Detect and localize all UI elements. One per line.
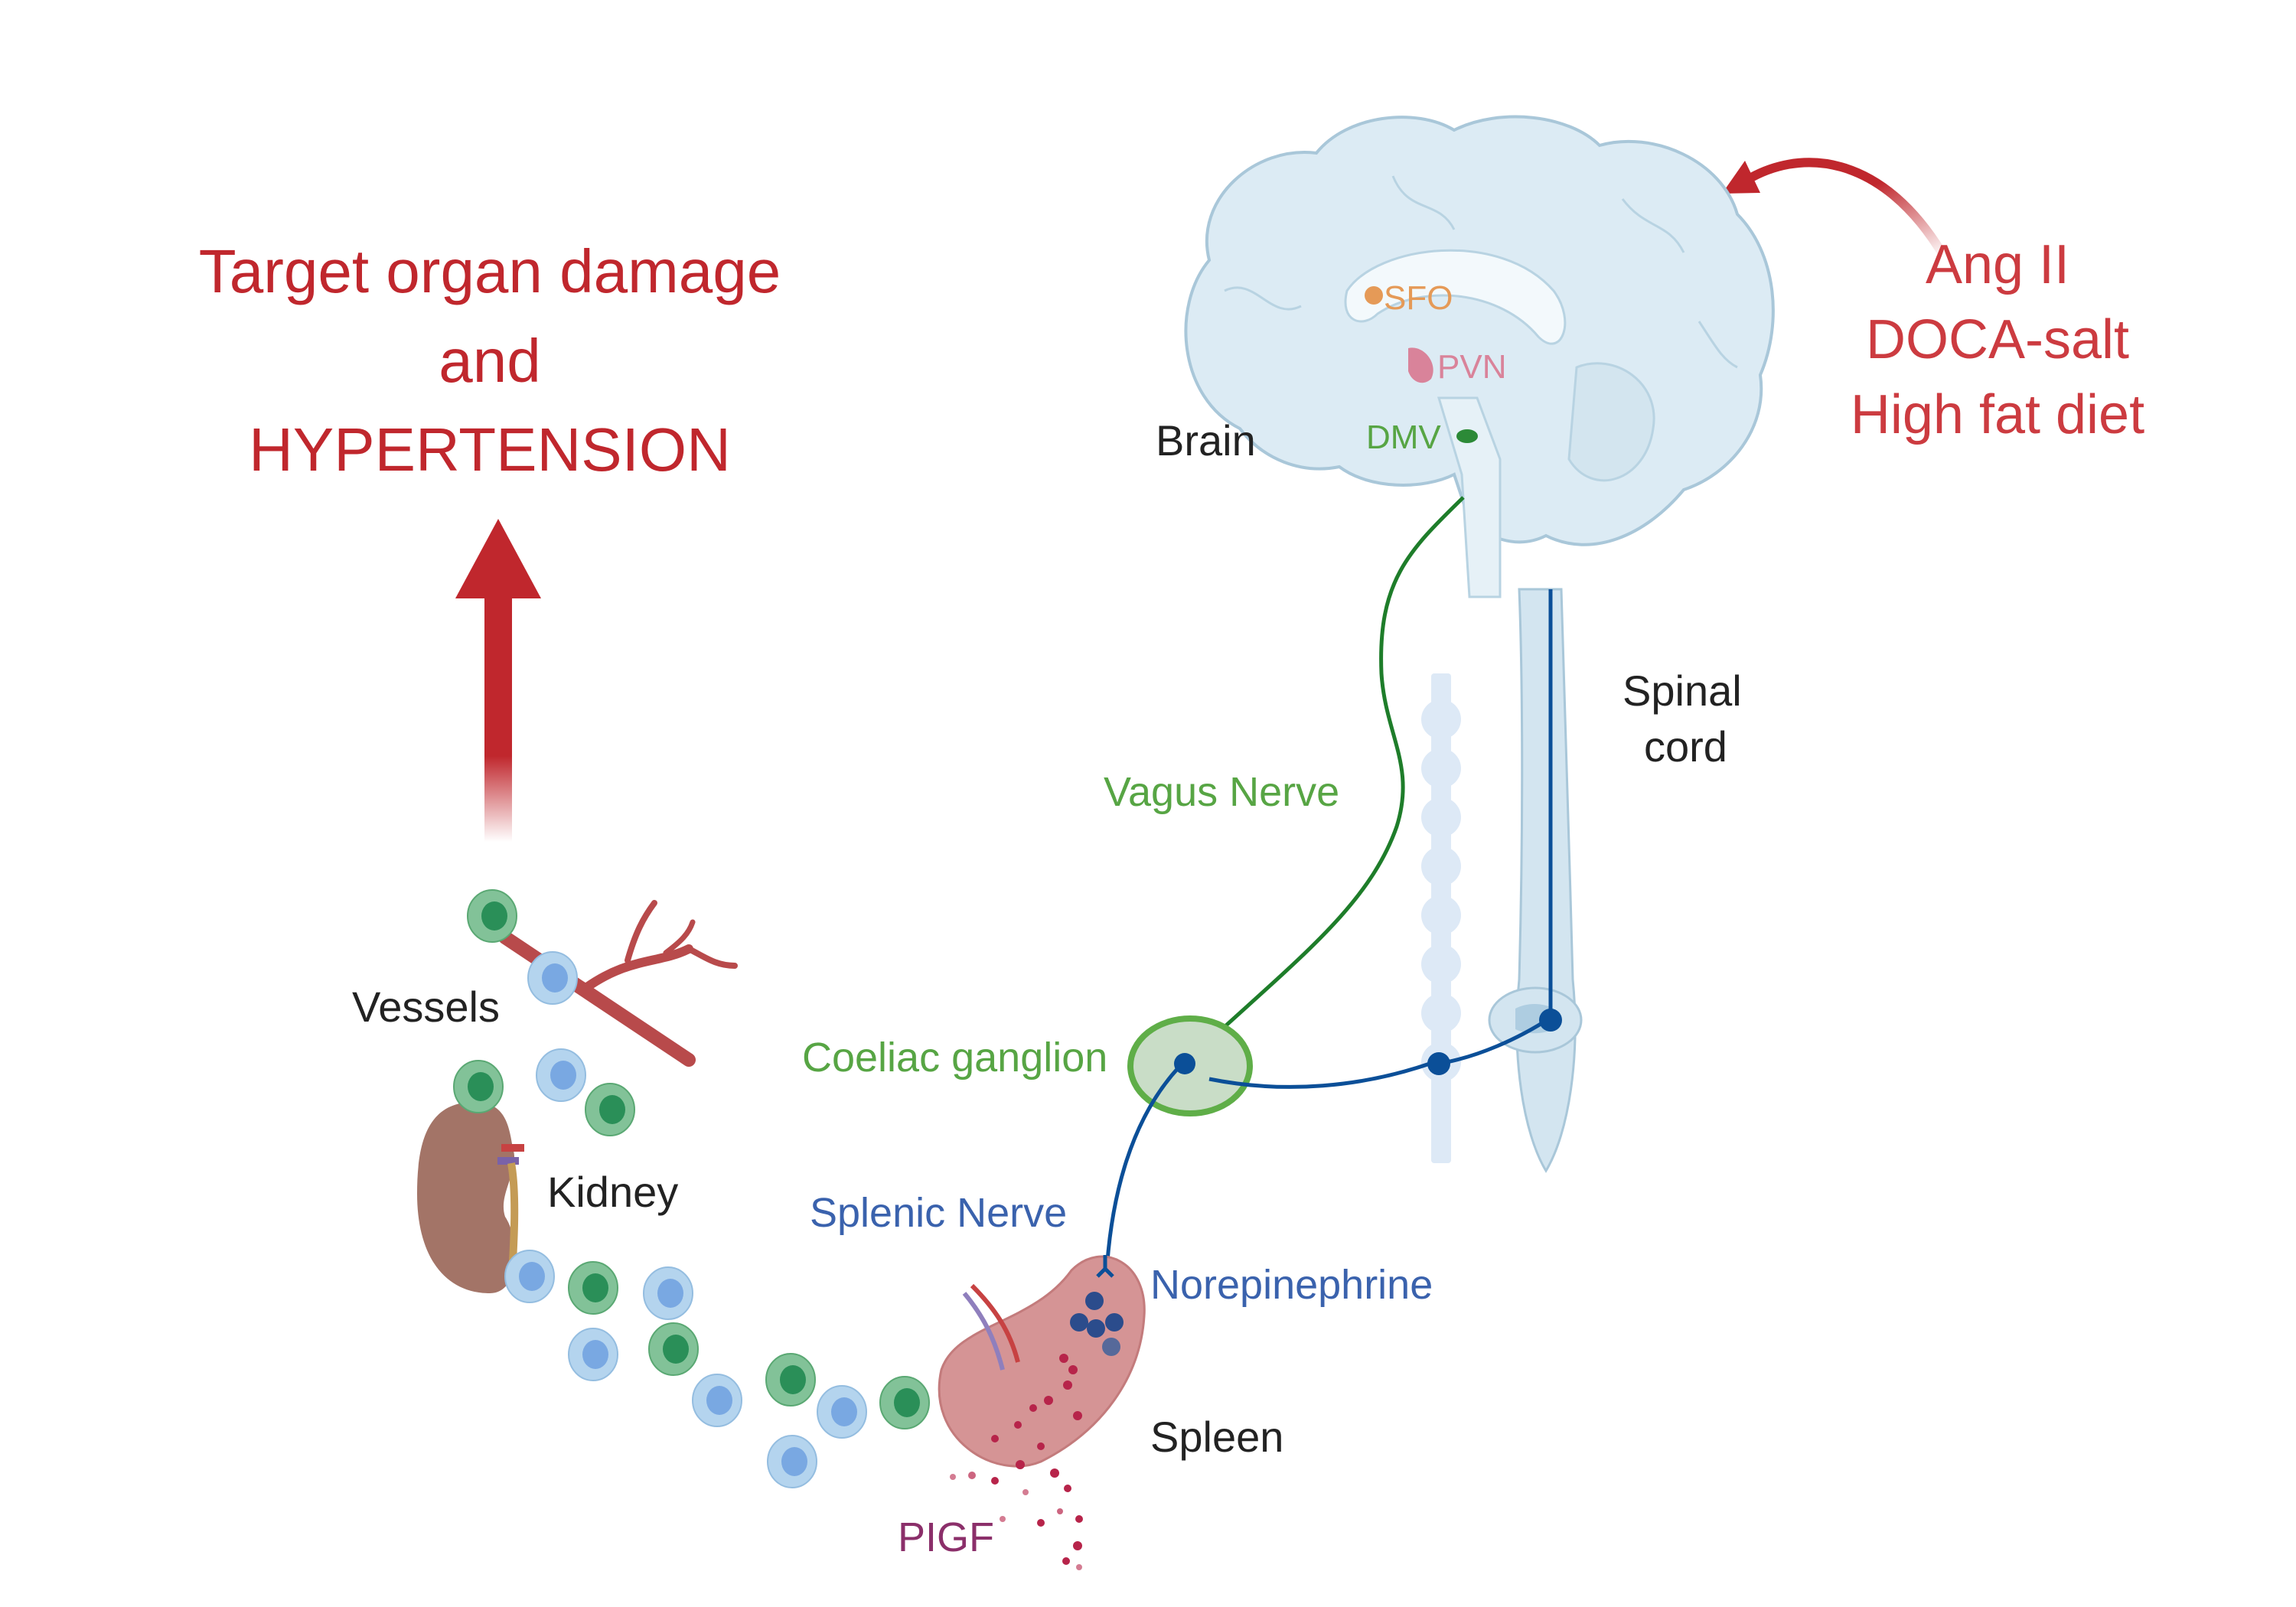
- spinal-cord-illustration: [1488, 588, 1583, 1173]
- sfo-nucleus-icon: [1365, 286, 1383, 305]
- vagus-nerve-line: [1208, 496, 1465, 1042]
- pigf-label: PIGF: [898, 1514, 995, 1560]
- upward-arrow-icon: [455, 519, 541, 842]
- cell-nucleus-icon: [894, 1388, 920, 1417]
- sfo-label: SFO: [1384, 279, 1453, 317]
- cell-nucleus-icon: [780, 1365, 806, 1394]
- curved-arrow-icon: [1722, 158, 1949, 259]
- cell-nucleus-icon: [542, 963, 568, 993]
- cell-nucleus-icon: [781, 1447, 807, 1476]
- spleen-illustration: [938, 1255, 1146, 1468]
- cell-nucleus-icon: [663, 1335, 689, 1364]
- coeliac-ganglion-label: Coeliac ganglion: [802, 1035, 1108, 1081]
- preganglionic-neuron-icon: [1539, 1009, 1562, 1032]
- norepinephrine-vesicles: [1070, 1292, 1124, 1356]
- pvn-label: PVN: [1437, 348, 1507, 386]
- spinal-cord-label-1: Spinal: [1623, 667, 1742, 715]
- stimulus-3: High fat diet: [1850, 384, 2145, 445]
- spinal-cord-label-2: cord: [1644, 722, 1727, 771]
- cell-nucleus-icon: [706, 1386, 732, 1415]
- stimulus-2: DOCA-salt: [1865, 309, 2130, 370]
- brain-label: Brain: [1156, 416, 1256, 464]
- vessel-illustration: [498, 900, 738, 1067]
- dmv-label: DMV: [1366, 419, 1441, 456]
- cell-nucleus-icon: [582, 1273, 608, 1302]
- cell-nucleus-icon: [550, 1061, 576, 1090]
- dmv-nucleus-icon: [1456, 429, 1478, 443]
- cell-nucleus-icon: [831, 1397, 857, 1426]
- pigf-particles: [950, 1354, 1083, 1570]
- outcome-line-2: and: [439, 327, 541, 395]
- kidney-label: Kidney: [547, 1168, 679, 1216]
- coeliac-neuron-icon: [1174, 1053, 1195, 1074]
- vessels-label: Vessels: [352, 983, 500, 1031]
- sympathetic-chain: [1421, 673, 1461, 1163]
- cell-nucleus-icon: [519, 1262, 545, 1291]
- chain-ganglion-neuron-icon: [1427, 1052, 1450, 1075]
- kidney-illustration: [417, 1102, 524, 1293]
- outcome-line-1: Target organ damage: [198, 237, 781, 305]
- norepinephrine-label: Norepinephrine: [1150, 1262, 1433, 1308]
- cell-nucleus-icon: [468, 1072, 494, 1101]
- splenic-nerve-label: Splenic Nerve: [810, 1190, 1068, 1236]
- brain-illustration: [1184, 115, 1775, 598]
- outcome-line-3: HYPERTENSION: [249, 416, 731, 484]
- immune-cells: [453, 889, 930, 1488]
- cell-nucleus-icon: [657, 1279, 683, 1308]
- cell-nucleus-icon: [481, 901, 507, 931]
- sympathetic-pathway: [1104, 589, 1553, 1286]
- spleen-label: Spleen: [1150, 1413, 1284, 1461]
- pvn-nucleus-icon: [1408, 347, 1433, 383]
- cell-nucleus-icon: [582, 1340, 608, 1369]
- cell-nucleus-icon: [599, 1095, 625, 1124]
- stimulus-1: Ang II: [1925, 234, 2070, 295]
- vagus-nerve-label: Vagus Nerve: [1104, 769, 1340, 815]
